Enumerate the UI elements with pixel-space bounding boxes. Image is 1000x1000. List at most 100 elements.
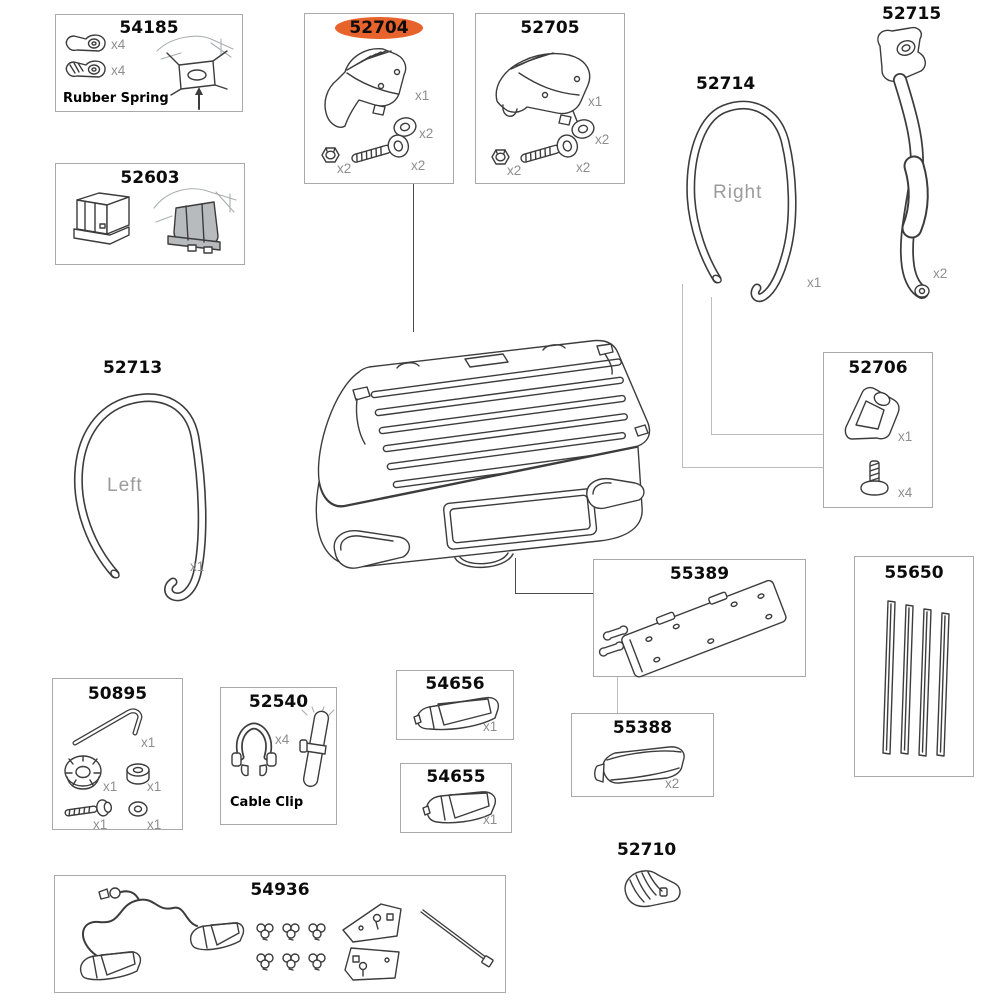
nut-illustration [491, 149, 510, 165]
cargo-box-illustration [315, 339, 651, 569]
qty-label: x4 [111, 63, 126, 78]
part-box-52540[interactable]: 52540 x4 Cable Clip [220, 687, 337, 825]
qty-label: x1 [141, 735, 156, 750]
qty-label: x1 [93, 817, 108, 832]
corner-bracket-illustration [844, 386, 900, 440]
part-number: 54936 [250, 880, 310, 900]
part-number: 54655 [426, 767, 486, 787]
qty-label: x4 [111, 37, 126, 52]
connector-line [711, 434, 823, 435]
knob-illustration [64, 755, 102, 790]
part-box-54185[interactable]: 54185 x4 x4 Rubber Spring [55, 14, 243, 112]
qty-label: x1 [147, 779, 162, 794]
qty-label: x2 [576, 160, 591, 175]
knob-illustration [624, 870, 681, 908]
qty-label: x1 [588, 94, 603, 109]
spacer-nut-illustration [126, 763, 150, 785]
bolt-illustration [520, 134, 579, 163]
part-number: 50895 [87, 684, 148, 704]
washer-illustration [128, 801, 148, 817]
rubber-spring-lever-illustration [65, 34, 106, 52]
part-number: 52713 [103, 358, 163, 378]
qty-label: x2 [419, 126, 434, 141]
qty-label: x2 [595, 132, 610, 147]
part-group-52714[interactable]: 52714 Right x1 [660, 70, 830, 320]
connector-line [617, 676, 618, 713]
part-number: 52714 [696, 74, 756, 94]
trim-strips-illustration [882, 600, 950, 757]
plate-holder-illustration [598, 579, 787, 678]
qty-label: x1 [415, 88, 430, 103]
rubber-spring-lever-illustration [65, 60, 106, 78]
qty-label: x1 [103, 779, 118, 794]
part-box-54655[interactable]: 54655 x1 [400, 763, 512, 833]
part-group-52715[interactable]: 52715 x2 [860, 4, 980, 304]
qty-label: x1 [190, 559, 205, 574]
frame-tube-left-illustration [73, 393, 207, 602]
part-number-highlighted: 52704 [305, 17, 453, 39]
part-number: 52603 [120, 168, 180, 188]
screw-illustration [860, 460, 889, 496]
highlight-ellipse: 52704 [335, 17, 423, 39]
part-box-55389[interactable]: 55389 [593, 559, 806, 678]
mount-cover-illustration [495, 52, 591, 126]
mount-location-illustration [156, 35, 234, 110]
cable-clip-illustration [231, 722, 277, 777]
bracket-installed-illustration [153, 188, 237, 254]
part-number: 55650 [884, 563, 944, 583]
part-box-50895[interactable]: 50895 x1 x1 x1 x1 x [52, 678, 183, 832]
side-label: Right [713, 182, 763, 203]
qty-label: x2 [507, 163, 522, 178]
part-number: 55388 [612, 718, 673, 738]
side-label: Left [107, 475, 143, 496]
bolt-illustration [64, 799, 113, 817]
hex-key-illustration [72, 708, 143, 746]
part-group-52710[interactable]: 52710 [605, 840, 705, 915]
part-number: 52540 [248, 692, 309, 712]
caption: Rubber Spring [63, 91, 169, 106]
connector-line [682, 284, 683, 467]
part-number: 52715 [882, 4, 942, 24]
part-box-54936[interactable]: 54936 [54, 875, 506, 993]
connector-line [413, 184, 414, 332]
light-kit-illustration [79, 887, 494, 981]
part-number: 54185 [119, 18, 179, 38]
part-number: 52706 [848, 358, 908, 378]
part-box-52603[interactable]: 52603 [55, 163, 245, 265]
part-number: 55389 [669, 564, 730, 584]
qty-label: x1 [147, 817, 162, 832]
part-number: 52705 [520, 18, 580, 38]
part-box-52705[interactable]: 52705 x1 x2 x2 x2 [475, 13, 625, 184]
qty-label: x2 [933, 266, 948, 281]
qty-label: x1 [898, 429, 913, 444]
mount-cover-illustration [324, 48, 407, 128]
part-box-52704[interactable]: 52704 x1 x2 x2 x2 [304, 13, 454, 184]
lamp-lens-illustration [422, 791, 497, 824]
caption: Cable Clip [230, 795, 304, 810]
part-box-55388[interactable]: 55388 x2 [571, 713, 714, 797]
washer-illustration [571, 119, 595, 139]
qty-label: x2 [411, 158, 426, 173]
frame-tube-right-illustration [686, 100, 797, 303]
qty-label: x2 [665, 776, 680, 791]
connector-line [515, 593, 593, 594]
part-number: 54656 [425, 674, 485, 694]
part-box-52706[interactable]: 52706 x1 x4 [823, 352, 933, 508]
part-group-52713[interactable]: 52713 Left x1 [55, 355, 225, 610]
end-cap-illustration [594, 746, 685, 784]
part-box-55650[interactable]: 55650 [854, 556, 974, 777]
cable-with-clip-illustration [299, 706, 335, 788]
qty-label: x1 [807, 275, 822, 290]
bolt-illustration [351, 134, 410, 163]
qty-label: x4 [898, 485, 913, 500]
part-number: 52710 [617, 840, 677, 860]
qty-label: x1 [483, 719, 498, 734]
washer-illustration [393, 117, 417, 137]
support-strap-illustration [877, 26, 930, 299]
connector-line [711, 297, 712, 434]
connector-line [515, 558, 516, 594]
lamp-lens-illustration [413, 696, 500, 731]
qty-label: x4 [275, 732, 290, 747]
part-box-54656[interactable]: 54656 x1 [396, 670, 514, 740]
